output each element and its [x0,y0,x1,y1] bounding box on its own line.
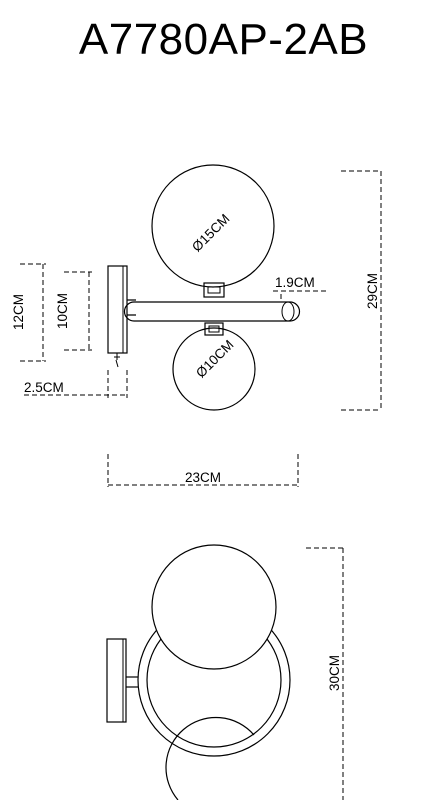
front-small-globe [165,716,255,800]
pull-switch [114,353,120,368]
depth-label: 2.5CM [24,380,64,395]
arm-end-cap [281,301,295,322]
front-large-globe [151,544,277,670]
large-globe-holder-inner [207,286,221,294]
page-title: A7780AP-2AB [78,15,369,64]
bp-12-label: 12CM [11,294,26,330]
arm-dia-label: 1.9CM [275,275,315,290]
small-globe [172,327,256,411]
large-globe-dim-label: Ø15CM [189,211,232,254]
proj-label: 23CM [185,470,221,485]
small-globe-holder [204,322,224,336]
front-backplate [106,638,127,723]
height-30-label: 30CM [327,655,342,691]
side-view: Ø15CM Ø10CM 1.9CM 29CM 12CM 10CM 2.5CM 2… [11,164,382,487]
side-arm-connector [127,299,136,316]
front-view: 30CM [106,544,346,800]
side-arm [123,301,301,322]
small-globe-holder-inner [208,325,220,333]
bp-10-label: 10CM [55,293,70,329]
height-29-label: 29CM [365,273,380,309]
large-globe-holder [203,282,225,298]
small-globe-dim-label: Ø10CM [193,337,236,380]
